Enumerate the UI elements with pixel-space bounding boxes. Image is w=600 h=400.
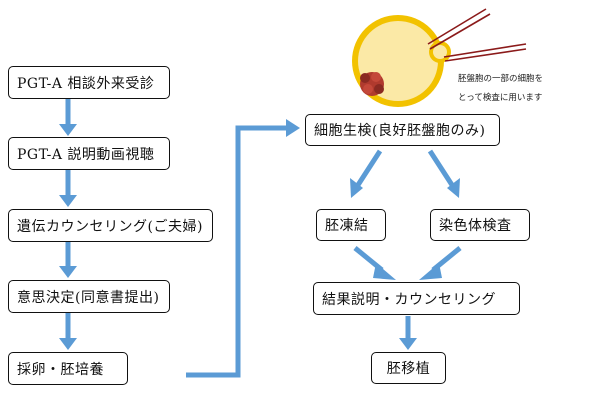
illustration-note-line2: とって検査に用います [458,93,543,103]
merge-arrow-left [353,246,396,280]
step-genetic-counseling: 遺伝カウンセリング(ご夫婦) [8,209,213,242]
step-video: PGT-A 説明動画視聴 [8,137,170,170]
left-arrow-1 [59,99,77,136]
left-arrow-2 [59,170,77,207]
branch-arrow-right [427,149,460,198]
step-consultation: PGT-A 相談外来受診 [8,66,170,99]
final-arrow [399,316,417,350]
step-embryo-transfer: 胚移植 [371,352,446,384]
merge-arrow-right [419,246,462,280]
illustration-note-line1: 胚盤胞の一部の細胞を [458,74,544,84]
connector-arrow [186,119,300,378]
left-arrow-4 [59,313,77,350]
blastocyst-cell [352,15,451,107]
left-arrow-3 [59,242,77,278]
step-result-counseling: 結果説明・カウンセリング [313,282,520,315]
inner-cell-mass [360,72,384,96]
step-egg-retrieval: 採卵・胚培養 [8,352,128,385]
pipette-lines [427,8,527,62]
step-decision: 意思決定(同意書提出) [8,280,170,313]
step-biopsy: 細胞生検(良好胚盤胞のみ) [305,114,500,146]
step-chromosome-test: 染色体検査 [430,209,530,241]
step-freezing: 胚凍結 [316,209,386,241]
branch-arrow-left [350,149,383,198]
